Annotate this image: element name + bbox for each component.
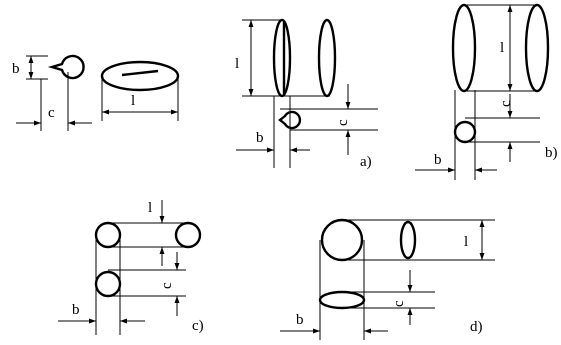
- panel-c-circle-1: [94, 221, 122, 249]
- panel-b-grain-2: [524, 3, 550, 93]
- panel-d-b-label: b: [296, 312, 304, 328]
- panel-c-circle-2: [174, 221, 202, 249]
- definition-group: b c l: [12, 54, 180, 131]
- l-label: l: [131, 93, 135, 109]
- round-section-shape: [47, 54, 85, 80]
- panel-a-grain-2: [317, 18, 337, 98]
- panel-a-l-label: l: [235, 56, 239, 72]
- panel-c-c-label: c: [159, 282, 175, 289]
- panel-b: l c b b): [415, 3, 558, 180]
- panel-d-caption: d): [470, 319, 483, 335]
- elongated-grain-shape: [100, 60, 180, 92]
- panel-b-caption: b): [545, 145, 558, 161]
- panel-b-b-label: b: [434, 152, 442, 168]
- panel-a: l c b a): [235, 18, 378, 170]
- panel-d-l-label: l: [464, 234, 468, 250]
- c-label: c: [48, 105, 55, 121]
- b-label: b: [12, 61, 20, 77]
- panel-a-caption: a): [360, 154, 372, 170]
- panel-b-grain-1: [451, 3, 477, 93]
- panel-c-l-label: l: [148, 200, 152, 216]
- panel-c-caption: c): [192, 318, 204, 334]
- panel-b-round-section: [453, 120, 477, 144]
- panel-c-b-label: b: [72, 302, 80, 318]
- panel-d: l c b d): [280, 218, 495, 340]
- panel-d-circle: [320, 218, 364, 262]
- panel-d-c-label: c: [391, 300, 407, 307]
- panel-a-c-label: c: [335, 119, 351, 126]
- panel-a-grain-1: [272, 18, 292, 98]
- panel-d-flat-grain: [318, 290, 366, 310]
- panel-a-b-label: b: [256, 130, 264, 146]
- panel-b-c-label: c: [498, 100, 514, 107]
- panel-d-vertical-grain: [399, 220, 417, 260]
- grain-axis-line: [121, 69, 159, 77]
- panel-c-circle-3: [94, 270, 122, 298]
- panel-c: l c b c): [58, 200, 204, 335]
- panel-b-l-label: l: [500, 40, 504, 56]
